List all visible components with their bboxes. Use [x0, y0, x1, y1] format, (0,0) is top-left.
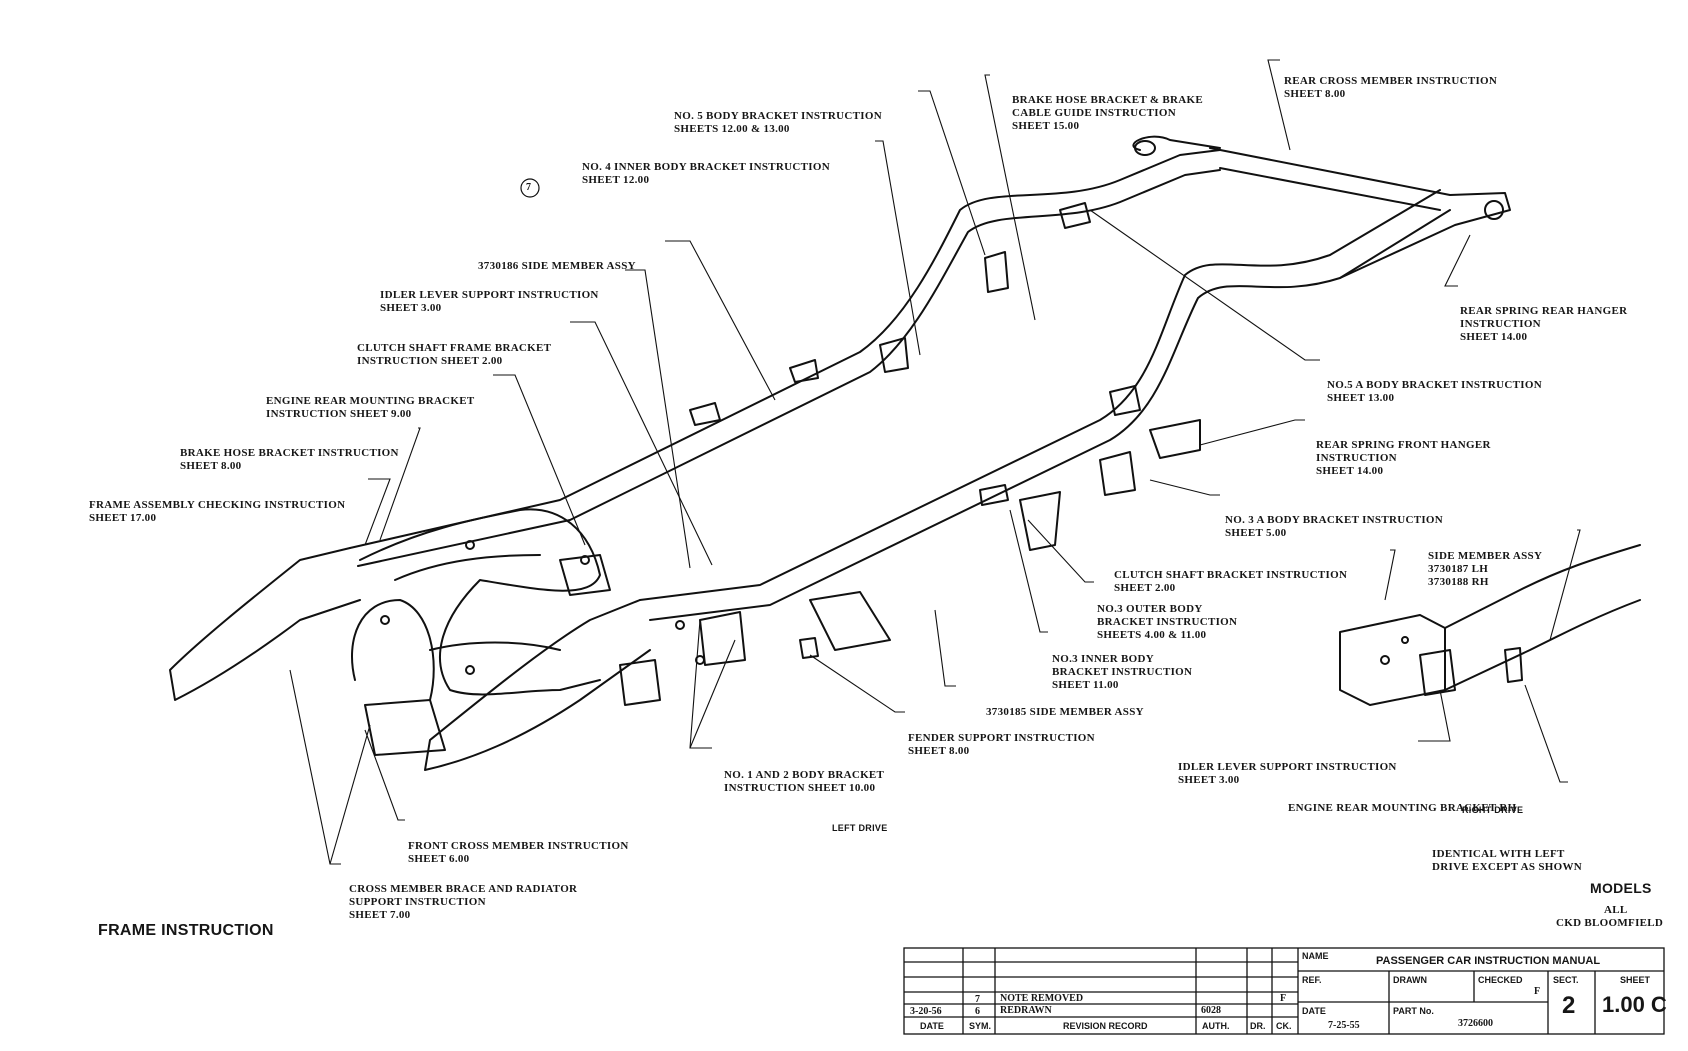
- callout-side-member-3730185: 3730185 SIDE MEMBER ASSY: [986, 706, 1144, 718]
- rev-footer-record: REVISION RECORD: [1063, 1021, 1148, 1031]
- tb-name-label: NAME: [1302, 951, 1329, 961]
- tb-sect-label: SECT.: [1553, 975, 1579, 985]
- tb-date-value: 7-25-55: [1328, 1020, 1360, 1031]
- models-all: ALL: [1604, 904, 1628, 916]
- rev-footer-auth: AUTH.: [1202, 1021, 1230, 1031]
- tb-checked-label: CHECKED: [1478, 975, 1523, 985]
- right-drive-inset: [1339, 544, 1641, 706]
- callout-side-member-3730186: 3730186 SIDE MEMBER ASSY: [478, 260, 636, 272]
- rev-footer-sym: SYM.: [969, 1021, 992, 1031]
- rev-row-7-record: NOTE REMOVED: [1000, 993, 1084, 1004]
- callout-engine-rear-mounting-rh: ENGINE REAR MOUNTING BRACKET RH: [1288, 802, 1517, 814]
- rev-row-6-record: REDRAWN: [1000, 1005, 1052, 1016]
- rev-footer-ck: CK.: [1276, 1021, 1292, 1031]
- tb-part-label: PART No.: [1393, 1006, 1434, 1016]
- models-ckd: CKD BLOOMFIELD: [1556, 917, 1664, 929]
- tb-part-value: 3726600: [1458, 1018, 1493, 1029]
- rev-row-6-date: 3-20-56: [910, 1006, 942, 1017]
- tb-sheet-label: SHEET: [1620, 975, 1651, 985]
- tb-checked-mark: F: [1534, 986, 1541, 997]
- frame-instruction-title: FRAME INSTRUCTION: [98, 922, 274, 939]
- left-drive-label: LEFT DRIVE: [832, 823, 888, 833]
- rev-row-6-auth: 6028: [1201, 1005, 1221, 1016]
- tb-name-value: PASSENGER CAR INSTRUCTION MANUAL: [1376, 955, 1601, 967]
- rev-footer-date: DATE: [920, 1021, 944, 1031]
- right-side-rail: [639, 189, 1441, 601]
- rev-row-7-sym: 7: [975, 994, 980, 1005]
- sheet-mark-circle: [520, 178, 540, 198]
- title-block-grid: [903, 947, 1665, 1035]
- rev-row-6-sym: 6: [975, 1006, 980, 1017]
- rev-footer-dr: DR.: [1250, 1021, 1266, 1031]
- sheet-mark: 7: [526, 182, 532, 193]
- models-title: MODELS: [1590, 880, 1652, 896]
- leader-lines: [289, 59, 1581, 865]
- tb-date-label: DATE: [1302, 1006, 1326, 1016]
- rev-row-7-ck: F: [1280, 993, 1287, 1004]
- tb-ref-label: REF.: [1302, 975, 1322, 985]
- right-drive-label: RIGHT DRIVE: [1462, 805, 1524, 815]
- tb-sect-value: 2: [1562, 992, 1576, 1019]
- rear-cross-member: [1209, 147, 1511, 279]
- left-side-rail: [349, 149, 1221, 549]
- title-block: NAME PASSENGER CAR INSTRUCTION MANUAL RE…: [898, 942, 1668, 1037]
- tb-drawn-label: DRAWN: [1393, 975, 1427, 985]
- tb-sheet-value: 1.00 C: [1602, 992, 1667, 1017]
